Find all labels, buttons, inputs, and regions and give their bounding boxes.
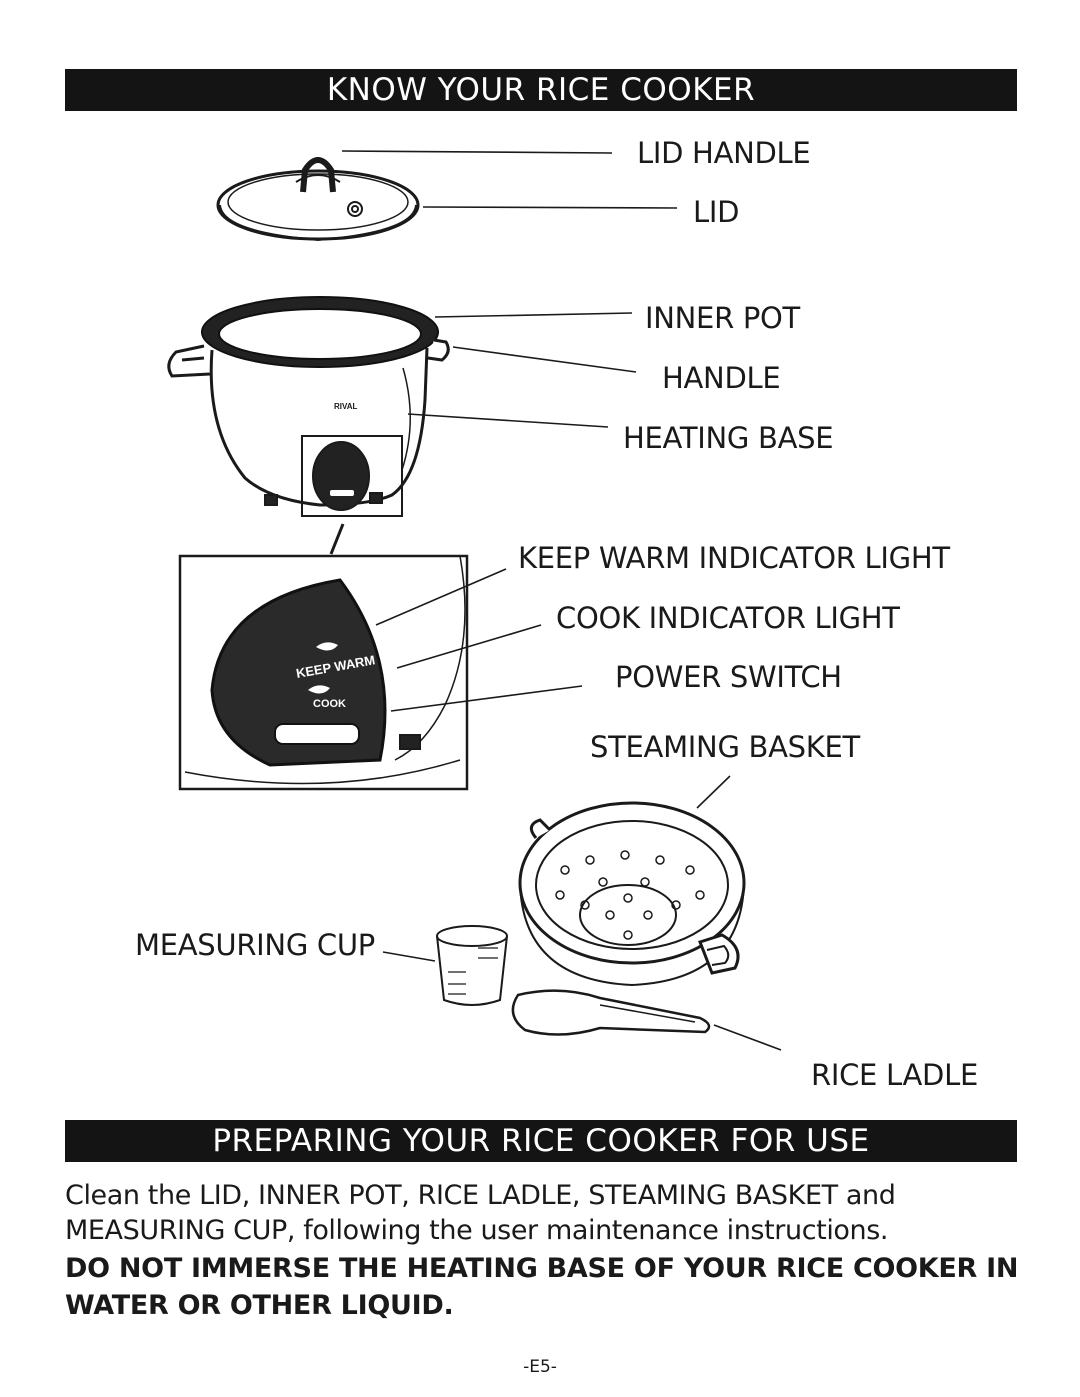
leader-lines [341, 150, 782, 1051]
section-title-know-your-rice-cooker: KNOW YOUR RICE COOKER [65, 69, 1017, 111]
section-title-preparing: PREPARING YOUR RICE COOKER FOR USE [65, 1120, 1017, 1162]
measuring-cup-illustration [436, 925, 508, 1006]
label-measuring-cup: MEASURING CUP [135, 928, 375, 962]
rice-cooker-illustration [167, 296, 450, 517]
label-keep-warm-indicator-light: KEEP WARM INDICATOR LIGHT [518, 541, 950, 575]
label-lid: LID [693, 195, 740, 229]
steaming-basket-illustration [518, 801, 746, 987]
instructions-text: Clean the LID, INNER POT, RICE LADLE, ST… [65, 1180, 896, 1246]
label-power-switch: POWER SWITCH [615, 660, 842, 694]
rice-ladle-illustration [511, 989, 711, 1036]
label-cook-indicator-light: COOK INDICATOR LIGHT [556, 601, 900, 635]
lid-illustration [216, 157, 420, 242]
label-handle: HANDLE [662, 361, 781, 395]
label-rice-ladle: RICE LADLE [811, 1058, 978, 1092]
cook-panel-label: COOK [313, 698, 346, 710]
label-inner-pot: INNER POT [645, 301, 800, 335]
label-heating-base: HEATING BASE [623, 421, 834, 455]
label-steaming-basket: STEAMING BASKET [590, 730, 860, 764]
control-panel-detail-illustration [178, 523, 469, 791]
brand-logo-text: RIVAL [334, 402, 358, 411]
page-number: -E5- [523, 1357, 557, 1377]
label-lid-handle: LID HANDLE [637, 136, 811, 170]
warning-text: DO NOT IMMERSE THE HEATING BASE OF YOUR … [65, 1253, 1019, 1321]
